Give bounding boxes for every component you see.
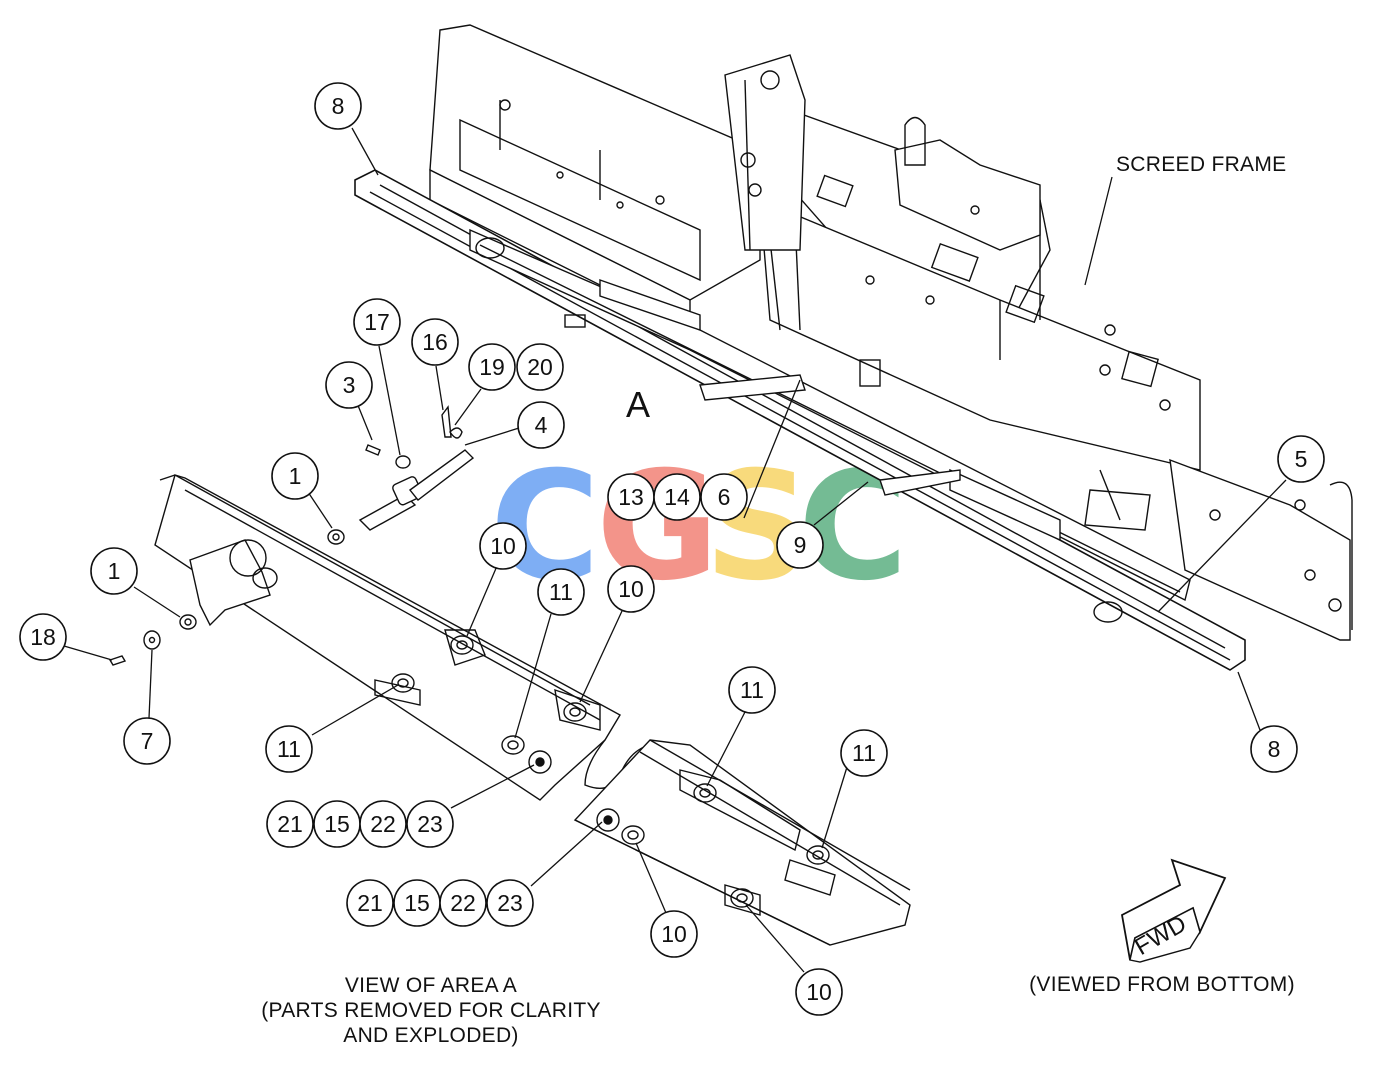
callout-label: 1	[289, 463, 302, 489]
callout-19: 19	[468, 343, 516, 391]
callout-label: 10	[618, 576, 644, 602]
callout-16: 16	[411, 318, 459, 366]
callout-1: 1	[271, 452, 319, 500]
callout-label: 9	[794, 532, 807, 558]
area-a-detail-drawing	[108, 405, 911, 946]
callout-17: 17	[353, 298, 401, 346]
callout-14: 14	[653, 473, 701, 521]
callout-label: 10	[806, 979, 832, 1005]
callout-22: 22	[439, 879, 487, 927]
callout-label: 23	[497, 890, 523, 916]
callout-label: 18	[30, 624, 56, 650]
callout-label: 10	[490, 533, 516, 559]
callout-label: 17	[364, 309, 390, 335]
screed-frame-label: SCREED FRAME	[1116, 153, 1286, 176]
callout-4: 4	[517, 401, 565, 449]
callout-7: 7	[123, 717, 171, 765]
callout-10: 10	[795, 968, 843, 1016]
callout-label: 11	[549, 579, 573, 605]
callout-15: 15	[313, 800, 361, 848]
callout-label: 6	[718, 484, 731, 510]
callout-label: 16	[422, 329, 448, 355]
callout-3: 3	[325, 361, 373, 409]
callout-label: 19	[479, 354, 505, 380]
callout-label: 21	[357, 890, 383, 916]
area-a-marker: A	[626, 384, 650, 425]
callout-8: 8	[314, 82, 362, 130]
callout-15: 15	[393, 879, 441, 927]
callout-22: 22	[359, 800, 407, 848]
callout-23: 23	[486, 879, 534, 927]
callout-8: 8	[1250, 725, 1298, 773]
callout-label: 11	[277, 736, 301, 762]
callout-label: 21	[277, 811, 303, 837]
view-caption-line-3: AND EXPLODED)	[343, 1024, 518, 1047]
callout-label: 4	[535, 412, 548, 438]
callout-label: 13	[618, 484, 644, 510]
callout-11: 11	[265, 725, 313, 773]
callout-label: 22	[370, 811, 396, 837]
callouts: 8 17 16 3 19 20 4 1 1 18 7 10 11 10 11 2…	[19, 82, 1325, 1016]
leader-lines	[63, 127, 1287, 973]
callout-label: 11	[740, 677, 764, 703]
callout-13: 13	[607, 473, 655, 521]
callout-9: 9	[776, 521, 824, 569]
callout-10: 10	[650, 910, 698, 958]
callout-6: 6	[700, 473, 748, 521]
callout-label: 14	[664, 484, 690, 510]
callout-21: 21	[346, 879, 394, 927]
callout-label: 8	[1268, 736, 1281, 762]
callout-10: 10	[607, 565, 655, 613]
callout-label: 5	[1295, 446, 1308, 472]
viewed-from-bottom-label: (VIEWED FROM BOTTOM)	[1029, 973, 1295, 996]
callout-1: 1	[90, 547, 138, 595]
callout-label: 15	[324, 811, 350, 837]
callout-5: 5	[1277, 435, 1325, 483]
callout-label: 22	[450, 890, 476, 916]
fwd-arrow-icon: FWD	[1120, 858, 1227, 963]
callout-label: 7	[141, 728, 154, 754]
callout-20: 20	[516, 343, 564, 391]
callout-11: 11	[728, 666, 776, 714]
callout-21: 21	[266, 800, 314, 848]
screed-frame-drawing	[354, 24, 1353, 671]
view-caption-line-1: VIEW OF AREA A	[345, 974, 517, 997]
callout-label: 15	[404, 890, 430, 916]
callout-label: 20	[527, 354, 553, 380]
callout-23: 23	[406, 800, 454, 848]
callout-11: 11	[537, 568, 585, 616]
callout-10: 10	[479, 522, 527, 570]
callout-11: 11	[840, 729, 888, 777]
callout-18: 18	[19, 613, 67, 661]
view-caption-line-2: (PARTS REMOVED FOR CLARITY	[261, 999, 601, 1022]
callout-label: 1	[108, 558, 121, 584]
callout-label: 8	[332, 93, 345, 119]
callout-label: 10	[661, 921, 687, 947]
callout-label: 11	[852, 740, 876, 766]
callout-label: 3	[343, 372, 356, 398]
callout-label: 23	[417, 811, 443, 837]
